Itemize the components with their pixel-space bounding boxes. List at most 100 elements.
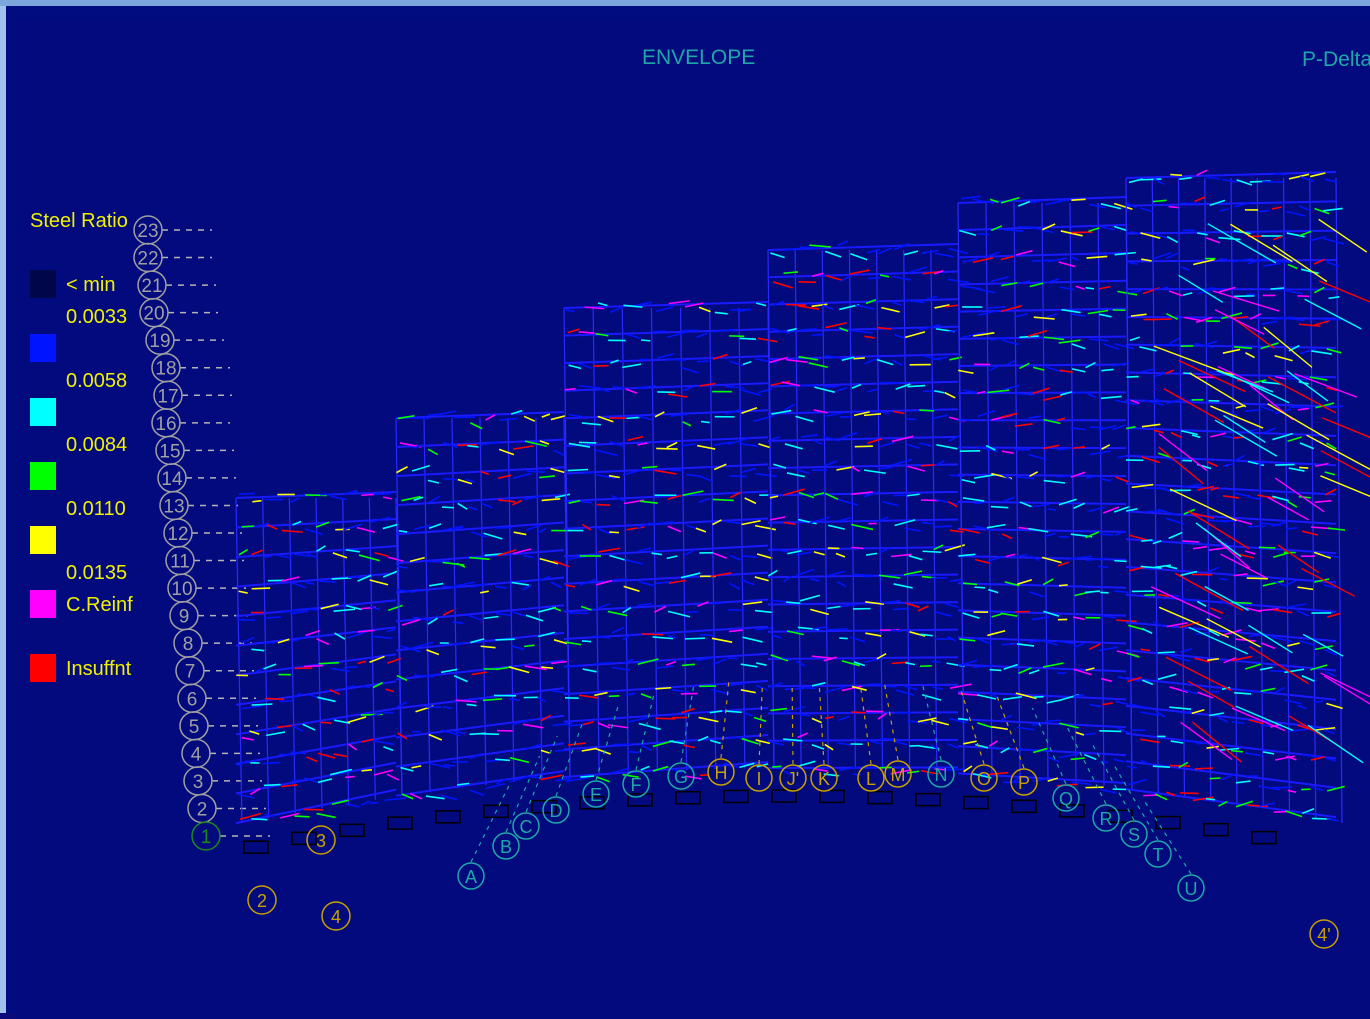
member-stress-segment — [429, 584, 443, 586]
member-stress-segment — [1001, 613, 1018, 616]
story-label-11: 11 — [170, 552, 190, 573]
member-stress-segment — [1259, 547, 1275, 548]
member-stress-segment — [895, 335, 905, 338]
member-stress-segment — [961, 419, 971, 420]
member-stress-segment — [699, 476, 712, 481]
member-stress-segment — [1271, 288, 1284, 289]
member-stress-segment — [346, 550, 360, 552]
member-stress-segment — [469, 507, 477, 510]
member-stress-segment — [452, 622, 463, 623]
member-stress-segment — [397, 702, 407, 707]
member-stress-segment — [1114, 561, 1126, 562]
member-stress-segment — [784, 404, 794, 410]
member-stress-segment — [681, 709, 694, 713]
member-stress-segment — [579, 442, 596, 443]
member-stress-segment — [1286, 211, 1305, 216]
member-stress-segment — [1015, 314, 1028, 317]
member-stress-segment — [800, 595, 820, 600]
floor-beam — [768, 519, 958, 522]
member-stress-segment — [1260, 406, 1274, 411]
member-stress-segment — [484, 617, 498, 619]
member-stress-segment — [1015, 424, 1033, 426]
member-stress-segment — [682, 664, 695, 665]
column-line — [986, 203, 992, 775]
member-stress-segment — [265, 698, 284, 699]
grid-label-D: D — [550, 801, 563, 821]
member-stress-segment — [666, 662, 676, 665]
member-stress-segment — [656, 448, 677, 449]
member-stress-segment — [786, 304, 806, 305]
member-stress-segment — [263, 762, 279, 763]
member-stress-segment — [1236, 781, 1251, 783]
member-stress-segment — [481, 503, 492, 508]
structure-3d-model[interactable]: 2322212019181716151413121110987654321ABC… — [16, 18, 1370, 1019]
member-stress-segment — [334, 754, 348, 756]
member-stress-segment — [974, 503, 983, 504]
member-stress-segment — [1044, 481, 1065, 483]
member-stress-segment — [1286, 604, 1306, 608]
member-stress-segment — [306, 582, 314, 584]
member-stress-segment — [908, 466, 925, 471]
member-stress-segment — [851, 524, 873, 529]
member-stress-segment — [669, 301, 690, 304]
member-stress-segment — [1001, 715, 1012, 719]
member-stress-segment — [1140, 739, 1159, 742]
member-stress-segment — [768, 571, 777, 576]
member-stress-segment — [787, 551, 801, 554]
member-stress-segment — [1298, 408, 1309, 409]
grid-label-M: M — [891, 765, 906, 785]
member-stress-segment — [626, 389, 637, 393]
member-stress-segment — [371, 636, 392, 638]
member-stress-segment — [668, 526, 681, 531]
legend-swatch-c-reinf — [30, 590, 56, 618]
member-stress-segment — [785, 689, 804, 690]
member-stress-segment — [904, 686, 917, 690]
member-stress-segment — [686, 612, 697, 613]
member-stress-segment — [1155, 711, 1165, 717]
member-stress-segment — [331, 668, 350, 671]
member-stress-segment — [509, 699, 520, 701]
member-stress-segment — [1271, 787, 1292, 788]
member-stress-segment — [1090, 427, 1103, 428]
member-stress-segment — [1261, 643, 1275, 648]
member-stress-segment — [652, 553, 662, 554]
floor-beam — [958, 610, 1126, 615]
member-stress-segment — [277, 555, 292, 558]
member-stress-segment — [1017, 644, 1034, 646]
member-stress-segment — [1259, 211, 1269, 212]
member-stress-segment — [696, 528, 706, 532]
member-stress-segment — [892, 662, 908, 663]
member-stress-segment — [470, 790, 484, 795]
member-stress-segment — [622, 364, 641, 367]
member-stress-segment — [511, 646, 525, 650]
member-stress-segment — [551, 469, 565, 473]
member-stress-segment — [496, 613, 511, 615]
story-label-23: 23 — [137, 221, 158, 242]
member-stress-segment — [641, 694, 651, 698]
member-stress-segment — [598, 548, 620, 552]
member-stress-segment — [1088, 311, 1108, 314]
legend-label-below-min: < min — [66, 274, 115, 297]
member-stress-segment — [526, 471, 544, 472]
member-stress-segment — [596, 450, 618, 455]
member-stress-segment — [641, 340, 650, 341]
member-stress-segment — [1326, 704, 1342, 709]
floor-beam — [564, 491, 768, 501]
member-stress-segment — [627, 334, 641, 338]
legend-swatch-blue — [30, 334, 56, 362]
member-stress-segment — [851, 712, 865, 713]
member-stress-segment — [467, 704, 477, 705]
member-stress-segment — [637, 302, 651, 304]
member-stress-segment — [264, 556, 272, 557]
member-stress-segment — [880, 467, 893, 468]
member-stress-segment — [771, 437, 780, 440]
member-stress-segment — [1101, 479, 1111, 481]
member-stress-segment — [1088, 507, 1104, 511]
member-stress-segment — [454, 643, 466, 644]
floor-beam — [768, 630, 958, 632]
member-stress-segment — [667, 556, 678, 558]
member-stress-segment — [893, 411, 904, 413]
member-stress-segment — [1288, 501, 1297, 507]
brace-line — [1275, 478, 1324, 512]
